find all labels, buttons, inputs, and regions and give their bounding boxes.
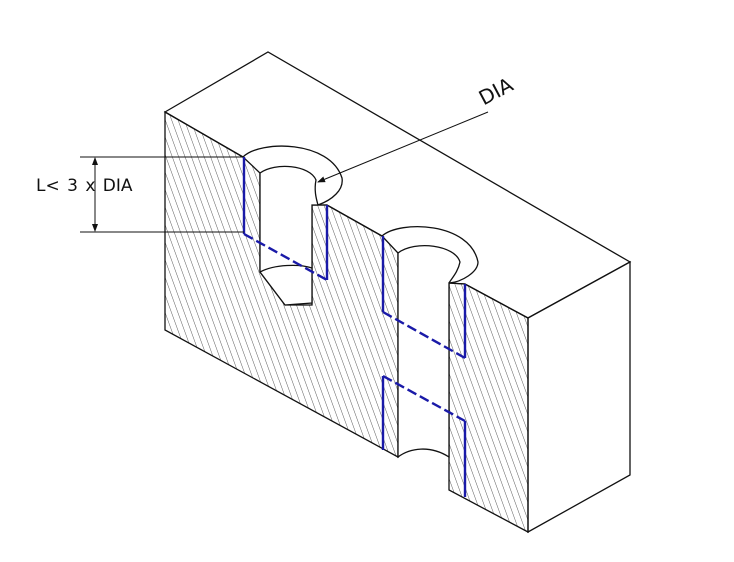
dia-leader-line (317, 111, 489, 183)
hole-2 (381, 226, 479, 459)
hole-1 (242, 145, 343, 306)
dimension-lines (80, 156, 244, 233)
length-dimension-label: L< 3 x DIA (36, 176, 133, 196)
hidden-lines (242, 157, 467, 497)
section-right-hatched (448, 282, 529, 534)
